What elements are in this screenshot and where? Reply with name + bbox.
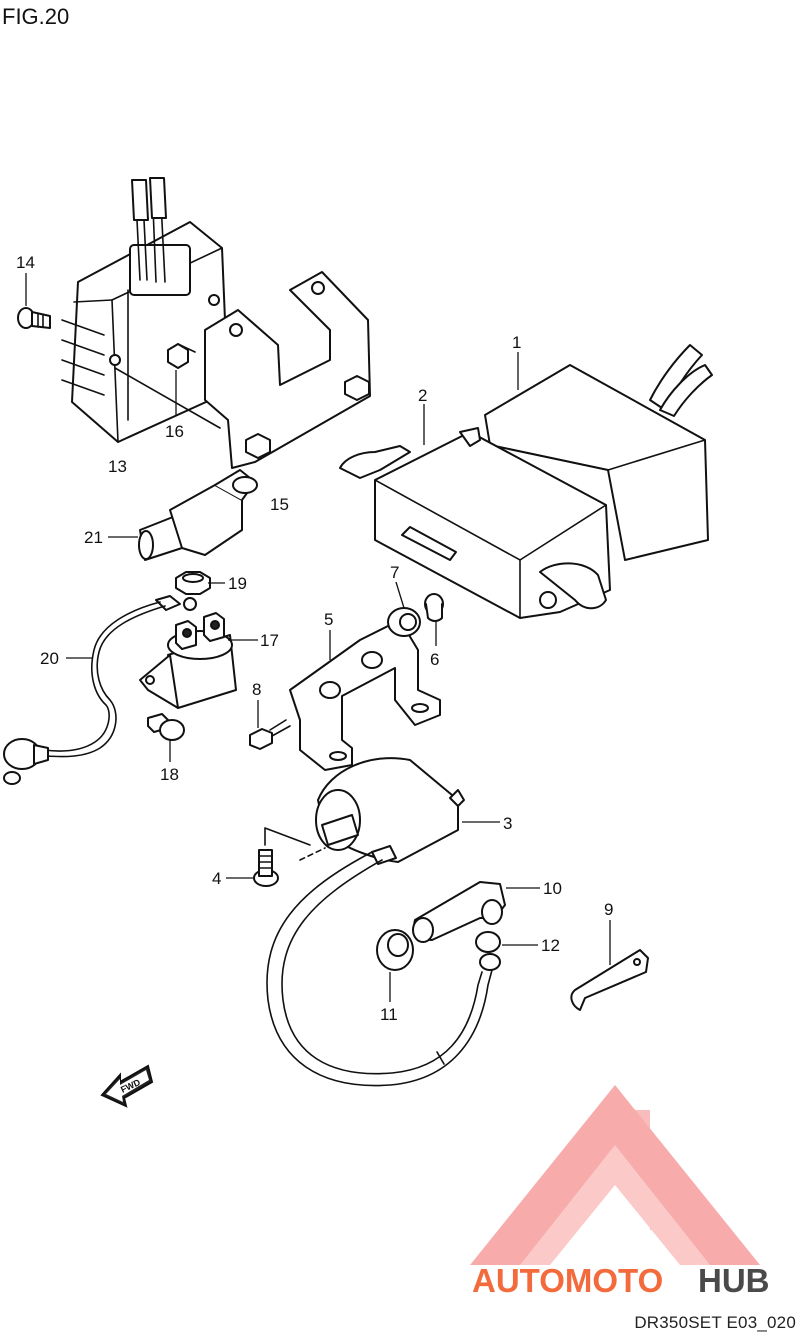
part-3-ignition-coil (264, 757, 500, 865)
callout-19: 19 (228, 574, 247, 593)
part-19-nut (175, 571, 225, 595)
part-5-bracket (289, 619, 441, 771)
part-18-bolt (147, 713, 185, 762)
figure-title: FIG.20 (2, 4, 70, 29)
callout-4: 4 (212, 869, 221, 888)
callout-10: 10 (543, 879, 562, 898)
callout-16: 16 (165, 422, 184, 441)
callout-7: 7 (390, 563, 399, 582)
callout-11: 11 (380, 1005, 398, 1024)
part-20-lead-wire (3, 595, 197, 785)
part-16-bolt (167, 343, 196, 416)
callout-21: 21 (84, 528, 103, 547)
part-12-boot (475, 931, 538, 971)
callout-13: 13 (108, 457, 127, 476)
callout-6: 6 (430, 650, 439, 669)
part-4-bolt (226, 849, 279, 887)
part-13-regulator (61, 177, 229, 443)
high-tension-lead (266, 851, 493, 1087)
callout-17: 17 (260, 631, 279, 650)
part-2-case (339, 404, 611, 619)
callout-3: 3 (503, 814, 512, 833)
callout-14: 14 (16, 253, 35, 272)
drawing-code: DR350SET E03_020 (634, 1313, 796, 1332)
callout-5: 5 (324, 610, 333, 629)
watermark-logo (470, 1085, 760, 1265)
part-7-grommet (387, 581, 421, 637)
part-14-bolt (17, 273, 51, 329)
part-21-fitting (108, 469, 258, 561)
part-8-bolt (249, 700, 291, 750)
watermark-text-orange: AUTOMOTO (472, 1262, 663, 1299)
callout-18: 18 (160, 765, 179, 784)
callout-8: 8 (252, 680, 261, 699)
part-1-cdi-unit (484, 344, 713, 561)
callout-9: 9 (604, 900, 613, 919)
callout-1: 1 (512, 333, 521, 352)
part-15-bracket (204, 271, 371, 469)
part-10-plug-cap (412, 881, 540, 943)
fwd-direction-arrow: FWD (100, 1064, 154, 1108)
part-11-cap-seal (376, 929, 414, 1002)
callout-15: 15 (270, 495, 289, 514)
part-17-relay (139, 612, 258, 709)
callout-2: 2 (418, 386, 427, 405)
watermark-text-gray: HUB (698, 1262, 770, 1299)
part-6-collar (424, 593, 444, 646)
callout-12: 12 (541, 936, 560, 955)
callout-20: 20 (40, 649, 59, 668)
part-9-clamp (570, 920, 649, 1011)
